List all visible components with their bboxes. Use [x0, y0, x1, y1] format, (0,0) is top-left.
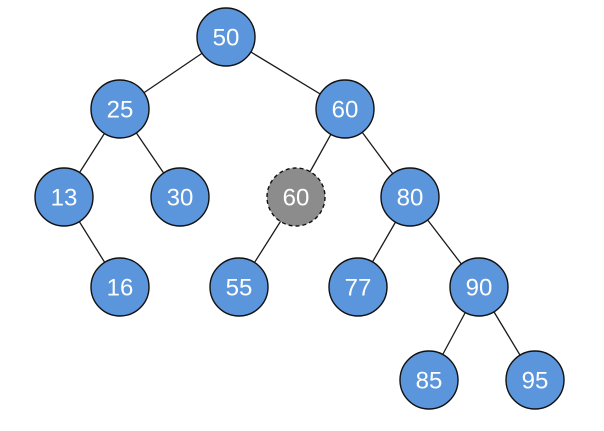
node-label: 30: [167, 185, 194, 212]
node-circle: [449, 257, 509, 317]
tree-node: 77: [328, 257, 388, 317]
node-label: 16: [107, 275, 134, 302]
node-label: 55: [226, 275, 253, 302]
tree-node: 55: [209, 257, 269, 317]
node-circle: [328, 257, 388, 317]
node-label: 50: [213, 25, 240, 52]
node-label: 13: [51, 185, 78, 212]
node-circle: [505, 350, 565, 410]
node-circle: [209, 257, 269, 317]
node-circle: [34, 167, 94, 227]
tree-node: 90: [449, 257, 509, 317]
tree-node: 50: [196, 7, 256, 67]
node-label: 90: [466, 275, 493, 302]
nodes-layer: 50 25 60 13 30 60 80 16 55 77 90 85 95: [34, 7, 565, 410]
tree-node: 13: [34, 167, 94, 227]
node-label: 77: [345, 275, 372, 302]
tree-node: 85: [399, 350, 459, 410]
node-circle-removed: [266, 167, 326, 227]
node-label: 60: [332, 97, 359, 124]
tree-node: 95: [505, 350, 565, 410]
tree-node: 60: [266, 167, 326, 227]
node-circle: [315, 79, 375, 139]
tree-node: 30: [150, 167, 210, 227]
node-label: 80: [397, 185, 424, 212]
node-circle: [90, 257, 150, 317]
tree-node: 60: [315, 79, 375, 139]
tree-node: 80: [380, 167, 440, 227]
node-label: 25: [107, 97, 134, 124]
node-circle: [90, 79, 150, 139]
node-label: 95: [522, 368, 549, 395]
node-circle: [380, 167, 440, 227]
node-circle: [196, 7, 256, 67]
node-circle: [150, 167, 210, 227]
node-circle: [399, 350, 459, 410]
tree-node: 25: [90, 79, 150, 139]
node-label: 60: [283, 185, 310, 212]
node-label: 85: [416, 368, 443, 395]
tree-node: 16: [90, 257, 150, 317]
